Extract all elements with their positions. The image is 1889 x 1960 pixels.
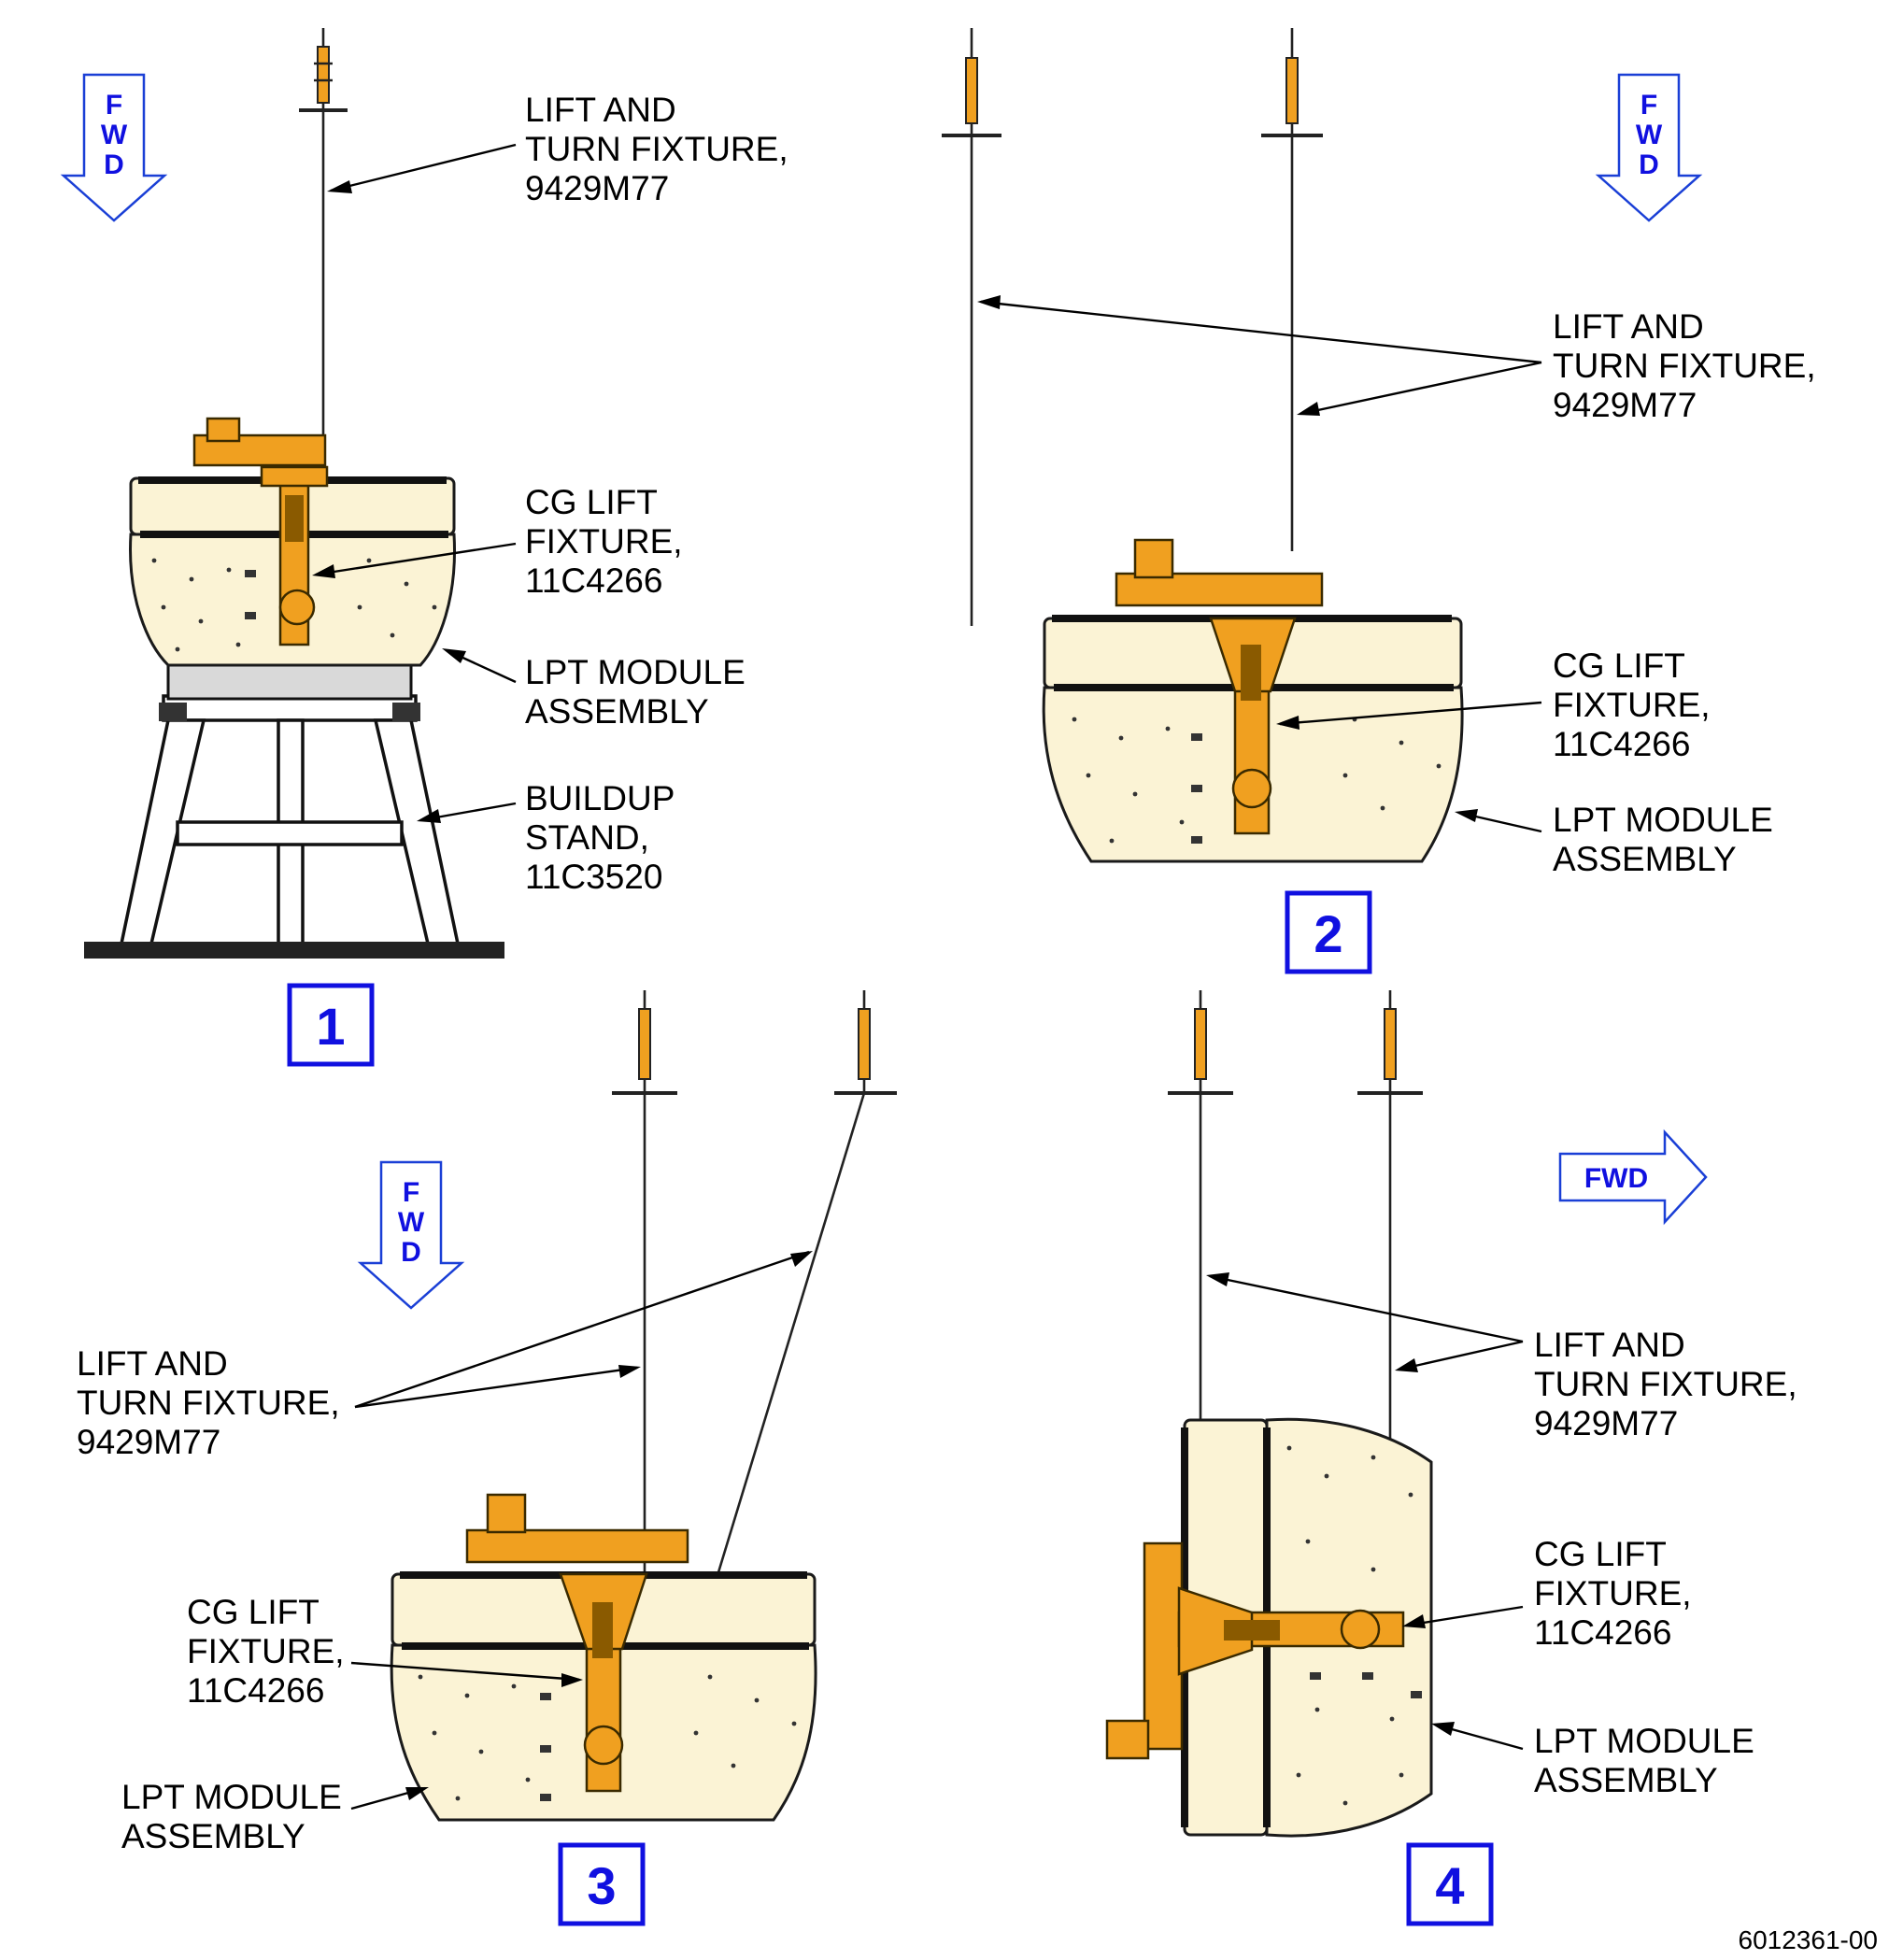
step-number-box (1406, 1842, 1494, 1926)
module-rivet-dots (418, 1674, 797, 1801)
module-rivet-dots (151, 558, 437, 652)
callout-lpt-module: LPT MODULE ASSEMBLY (121, 1778, 429, 1855)
callout-line: 9429M77 (1553, 386, 1697, 424)
callout-cg-lift-fixture: CG LIFT FIXTURE, 11C4266 (187, 1593, 583, 1710)
callout-line: LPT MODULE (525, 653, 746, 691)
panel-4: LIFT AND TURN FIXTURE, 9429M77 CG LIFT F… (1105, 990, 1797, 1926)
callout-line: 11C4266 (1553, 725, 1690, 763)
fwd-down-arrow-icon (357, 1160, 465, 1310)
callout-lift-turn-fixture: LIFT AND TURN FIXTURE, 9429M77 (77, 1250, 813, 1461)
fwd-letter-w: W (398, 1207, 425, 1238)
callout-line: 9429M77 (1534, 1404, 1678, 1442)
lift-turn-fixture-cable-right (1261, 28, 1323, 551)
callout-line: ASSEMBLY (525, 692, 709, 731)
callout-line: ASSEMBLY (121, 1817, 305, 1855)
fwd-arrow-3: F W D (357, 1160, 465, 1310)
fwd-down-arrow-icon (1595, 73, 1703, 222)
callout-line: LPT MODULE (1534, 1722, 1754, 1760)
fwd-down-arrow-icon (60, 73, 168, 222)
buildup-stand (84, 663, 504, 959)
lift-turn-fixture-cable (299, 28, 348, 439)
callout-cg-lift-fixture: CG LIFT FIXTURE, 11C4266 (312, 483, 683, 600)
lift-turn-fixture-cable-left (942, 28, 1001, 626)
panel-2: LIFT AND TURN FIXTURE, 9429M77 CG LIFT F… (942, 28, 1816, 974)
callout-line: LIFT AND (77, 1344, 228, 1383)
step-number: 1 (316, 997, 345, 1056)
callout-line: LPT MODULE (1553, 801, 1773, 839)
callout-line: LIFT AND (1553, 307, 1704, 346)
callout-lift-turn-fixture: LIFT AND TURN FIXTURE, 9429M77 (1206, 1272, 1797, 1442)
callout-lpt-module: LPT MODULE ASSEMBLY (1455, 801, 1773, 878)
callout-line: BUILDUP (525, 779, 675, 817)
callout-line: 11C3520 (525, 858, 662, 896)
step-number: 3 (587, 1856, 616, 1915)
callout-line: LIFT AND (1534, 1326, 1685, 1364)
callout-lpt-module: LPT MODULE ASSEMBLY (1431, 1722, 1754, 1799)
fwd-arrow-1: F W D (60, 73, 168, 222)
callout-line: TURN FIXTURE, (525, 130, 788, 168)
callout-line: 11C4266 (1534, 1613, 1671, 1652)
callout-line: FIXTURE, (1553, 686, 1711, 724)
callout-line: 9429M77 (525, 169, 669, 207)
callout-buildup-stand: BUILDUP STAND, 11C3520 (417, 779, 675, 896)
fwd-arrow-2: F W D (1595, 73, 1703, 222)
callout-line: LIFT AND (525, 91, 676, 129)
callout-line: FIXTURE, (1534, 1574, 1692, 1612)
callout-line: STAND, (525, 818, 649, 857)
fwd-letter-w: W (1636, 120, 1663, 150)
callout-line: CG LIFT (187, 1593, 320, 1631)
callout-line: FIXTURE, (525, 522, 683, 561)
callout-cg-lift-fixture: CG LIFT FIXTURE, 11C4266 (1402, 1535, 1692, 1652)
callout-line: CG LIFT (1534, 1535, 1667, 1573)
callout-line: TURN FIXTURE, (1534, 1365, 1797, 1403)
panel-3: LIFT AND TURN FIXTURE, 9429M77 CG LIFT F… (77, 990, 897, 1926)
step-number-box (558, 1842, 646, 1926)
fwd-label: FWD (1584, 1163, 1648, 1194)
fwd-letter-d: D (401, 1237, 421, 1268)
callout-line: FIXTURE, (187, 1632, 345, 1670)
panel-1: LIFT AND TURN FIXTURE, 9429M77 CG LIFT F… (84, 28, 788, 1067)
callout-line: 11C4266 (187, 1671, 324, 1710)
fwd-letter-w: W (101, 120, 128, 150)
callout-line: TURN FIXTURE, (1553, 347, 1816, 385)
cg-lift-fixture (465, 1493, 689, 1793)
fwd-right-arrow-icon (1558, 1129, 1708, 1226)
step-number-box (1285, 890, 1372, 974)
cg-lift-fixture (192, 417, 329, 646)
fwd-letter-f: F (1640, 90, 1657, 121)
fwd-letter-d: D (104, 149, 124, 180)
cg-lift-fixture (1105, 1541, 1405, 1760)
module-rivet-dots (1286, 1445, 1422, 1806)
callout-line: 11C4266 (525, 561, 662, 600)
callout-lift-turn-fixture: LIFT AND TURN FIXTURE, 9429M77 (327, 91, 788, 207)
step-number-box (287, 983, 375, 1067)
callout-line: 9429M77 (77, 1423, 220, 1461)
callout-line: CG LIFT (525, 483, 658, 521)
callout-line: ASSEMBLY (1553, 840, 1737, 878)
figure-id: 6012361-00 (1739, 1925, 1878, 1954)
fwd-letter-f: F (403, 1177, 419, 1208)
step-number: 4 (1435, 1856, 1464, 1915)
cg-lift-fixture (1115, 538, 1324, 835)
callout-cg-lift-fixture: CG LIFT FIXTURE, 11C4266 (1276, 646, 1711, 763)
callout-line: ASSEMBLY (1534, 1761, 1718, 1799)
callout-line: LPT MODULE (121, 1778, 342, 1816)
step-number: 2 (1314, 904, 1342, 963)
callout-line: TURN FIXTURE, (77, 1384, 340, 1422)
fwd-letter-d: D (1639, 149, 1659, 180)
fwd-letter-f: F (106, 90, 122, 121)
module-rivet-dots (1072, 717, 1442, 844)
callout-lpt-module: LPT MODULE ASSEMBLY (442, 648, 746, 731)
callout-line: CG LIFT (1553, 646, 1685, 685)
fwd-arrow-4: FWD (1558, 1129, 1708, 1226)
callout-lift-turn-fixture: LIFT AND TURN FIXTURE, 9429M77 (977, 295, 1816, 424)
lift-turn-fixture-cable-left (612, 990, 677, 1579)
